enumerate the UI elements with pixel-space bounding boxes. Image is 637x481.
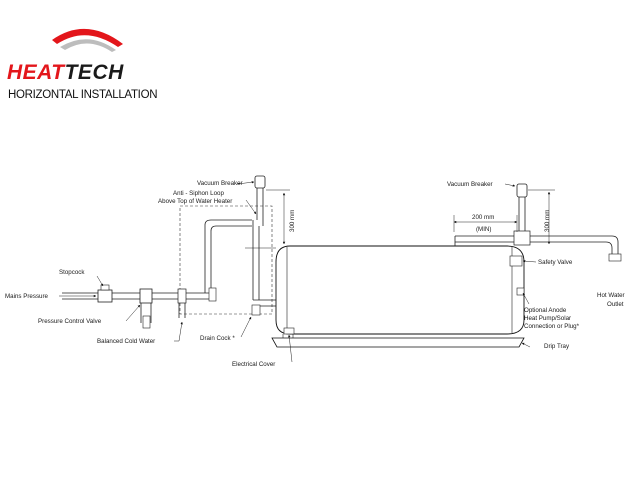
dim-right-horizontal: 200 mm [472, 214, 494, 221]
dim-right-vertical: 300 mm [544, 210, 551, 232]
electrical-cover [283, 327, 295, 335]
page-subtitle: HORIZONTAL INSTALLATION [8, 89, 157, 101]
stopcock [97, 289, 113, 303]
cold-water-pipework [62, 175, 276, 329]
label-hot-water-2: Outlet [607, 301, 624, 308]
label-anti-siphon-2: Above Top of Water Heater [158, 198, 232, 205]
label-pressure-control-valve: Pressure Control Valve [38, 318, 102, 325]
brand-heat: HEATTECH [7, 61, 124, 84]
vacuum-breaker-left [254, 175, 266, 189]
label-anti-siphon-1: Anti - Siphon Loop [173, 190, 224, 197]
vacuum-breaker-right [516, 183, 528, 198]
label-mains-pressure: Mains Pressure [5, 293, 49, 300]
anti-siphon-box [179, 205, 273, 315]
safety-valve [509, 255, 523, 267]
logo-arc-red [52, 28, 123, 47]
label-optional-anode-2: Heat Pump/Solar [524, 315, 571, 322]
hot-water-pipework [454, 183, 622, 296]
pressure-control-valve [139, 288, 153, 304]
label-electrical-cover: Electrical Cover [232, 361, 275, 368]
dim-right-horizontal-min: (MIN) [476, 226, 491, 233]
dim-left-vertical: 300 mm [289, 210, 296, 232]
drain-cock [251, 304, 261, 316]
label-drip-tray: Drip Tray [544, 343, 570, 350]
label-vacuum-breaker-right: Vacuum Breaker [447, 181, 493, 188]
water-heater-tank [275, 245, 525, 338]
dimension-lines [266, 189, 555, 245]
leader-lines [59, 181, 537, 363]
label-hot-water-1: Hot Water [597, 292, 625, 299]
logo-arc-grey [60, 39, 116, 52]
label-optional-anode-3: Connection or Plug* [524, 323, 580, 330]
label-drain-cock: Drain Cock * [200, 335, 235, 342]
heattech-logo: HEATTECH HORIZONTAL INSTALLATION [7, 28, 158, 101]
label-stopcock: Stopcock [59, 269, 85, 276]
label-optional-anode-1: Optional Anode [524, 307, 567, 314]
label-vacuum-breaker-left: Vacuum Breaker [197, 180, 243, 187]
anode-plug [516, 287, 525, 296]
label-balanced-cold-water: Balanced Cold Water [97, 338, 155, 345]
label-safety-valve: Safety Valve [538, 259, 573, 266]
drip-tray [271, 337, 525, 348]
